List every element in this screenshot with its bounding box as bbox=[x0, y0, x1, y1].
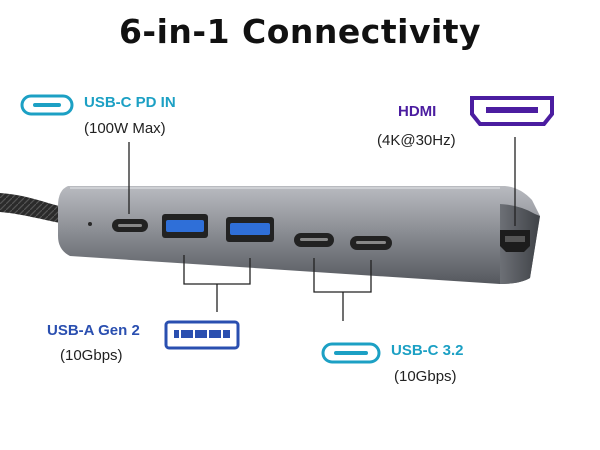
usb-c-32-detail: (10Gbps) bbox=[394, 368, 457, 385]
usb-a-label: USB-A Gen 2 bbox=[47, 322, 140, 339]
usb-c-32-label: USB-C 3.2 bbox=[391, 342, 464, 359]
usb-c-port-1 bbox=[294, 233, 334, 247]
usb-c-port-icon bbox=[321, 342, 381, 364]
usb-c-port-2 bbox=[350, 236, 392, 250]
hdmi-port bbox=[500, 230, 530, 252]
usb-a-detail: (10Gbps) bbox=[60, 347, 123, 364]
usb-a-port-1 bbox=[162, 214, 208, 238]
page-title: 6-in-1 Connectivity bbox=[118, 12, 482, 51]
usb-c-pd-label: USB-C PD IN bbox=[84, 94, 176, 111]
usb-a-port-2 bbox=[226, 217, 274, 242]
usb-a-port-icon bbox=[164, 320, 240, 350]
leader-lines bbox=[128, 137, 516, 321]
hdmi-port-icon bbox=[470, 96, 554, 126]
usb-c-port-icon bbox=[20, 94, 74, 116]
hdmi-label: HDMI bbox=[398, 103, 437, 120]
hdmi-detail: (4K@30Hz) bbox=[377, 132, 456, 149]
usb-c-pd-detail: (100W Max) bbox=[84, 120, 166, 137]
usb-c-pd-port bbox=[112, 219, 148, 232]
status-led-icon bbox=[88, 222, 92, 226]
braided-cable bbox=[0, 193, 68, 224]
